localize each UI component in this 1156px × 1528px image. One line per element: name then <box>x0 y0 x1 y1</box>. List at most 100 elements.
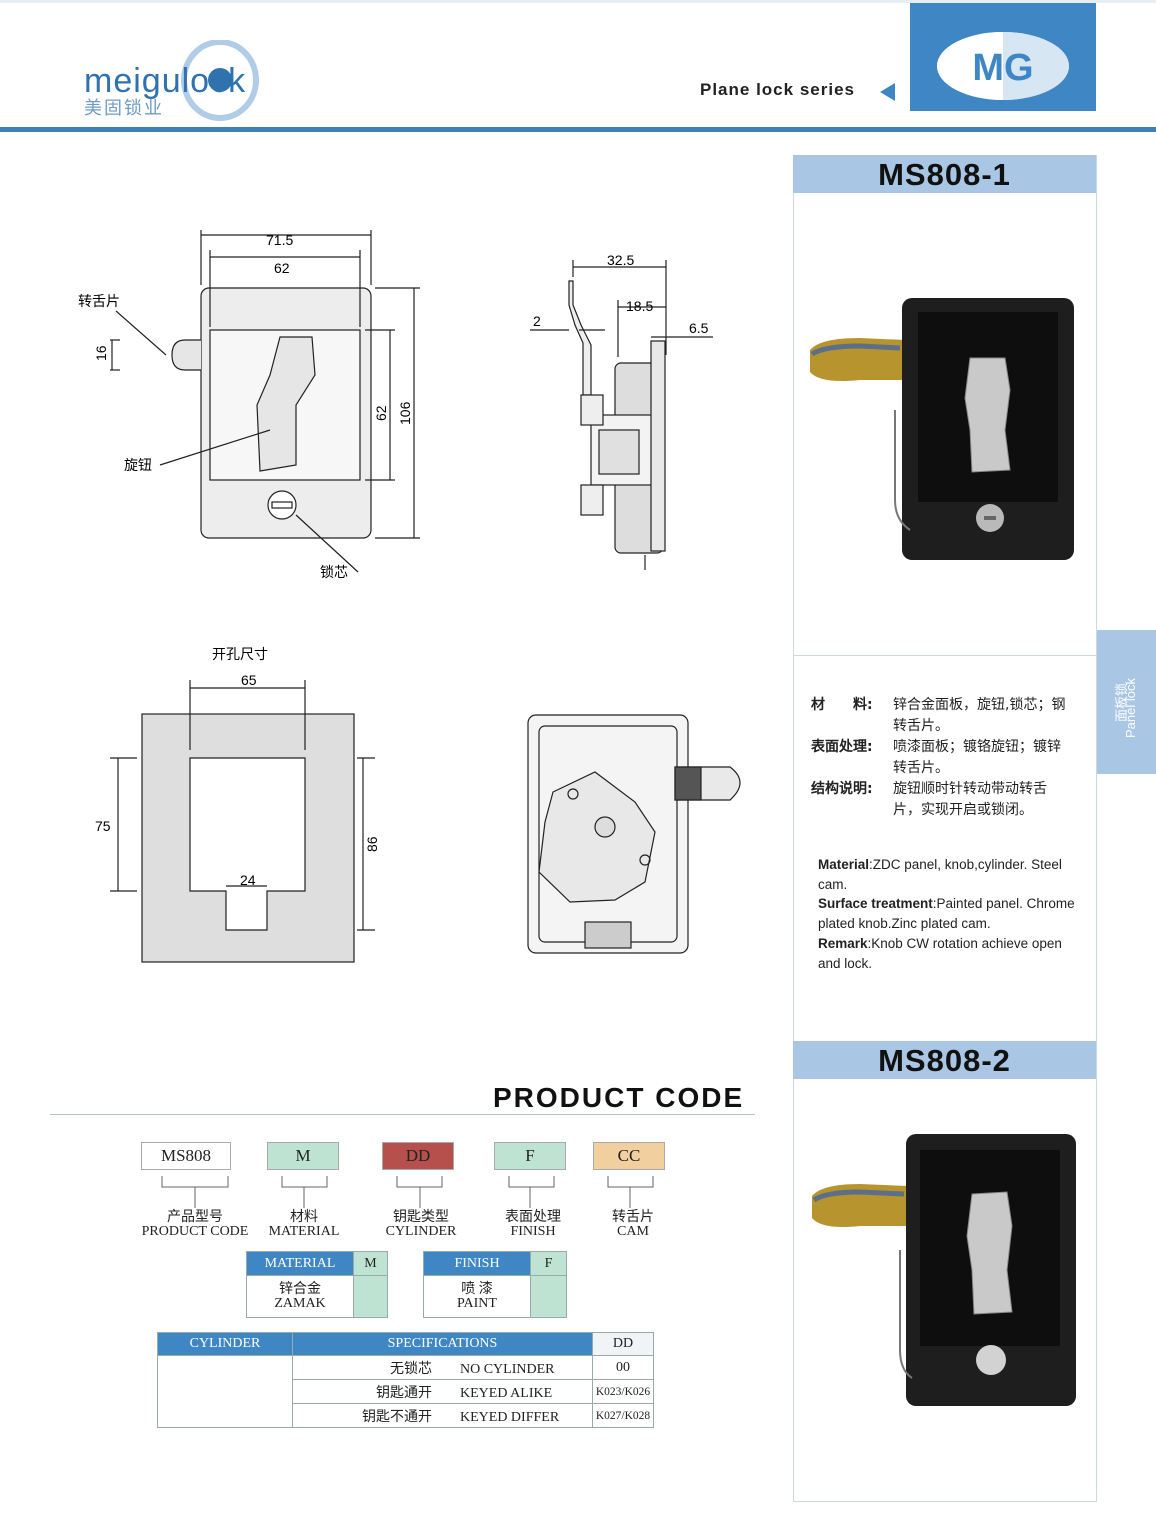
spec-cn-value: 喷漆面板；镀铬旋钮；镀锌转舌片。 <box>893 739 1061 776</box>
side-tab: 面板锁 Panel lock <box>1097 630 1156 774</box>
mg-badge-icon: MG <box>937 32 1069 100</box>
code-label-en: CYLINDER <box>385 1224 457 1239</box>
front-view-drawing: 71.5 62 16 62 106 转舌片 旋钮 锁芯 <box>78 230 420 581</box>
code-box: F <box>494 1142 566 1170</box>
logo-swoosh-icon <box>181 40 259 121</box>
code-label: 材料 MATERIAL <box>254 1211 354 1239</box>
code-label-cn: 材料 <box>290 1210 318 1225</box>
spec-cn-value: 锌合金面板，旋钮,锁芯；钢转舌片。 <box>893 697 1066 734</box>
spec-cn-label: 材 料: <box>811 697 873 713</box>
material-code-cell <box>353 1275 388 1318</box>
callout-label: 旋钮 <box>124 458 152 474</box>
top-border <box>0 0 1156 3</box>
model-title-2: MS808-2 <box>793 1041 1096 1079</box>
spec-en-label: Remark <box>818 935 868 951</box>
code-label: 产品型号 PRODUCT CODE <box>130 1211 260 1239</box>
material-cn: 锌合金 <box>279 1281 321 1297</box>
spec-cn: 材 料: 锌合金面板，旋钮,锁芯；钢转舌片。 表面处理: 喷漆面板；镀铬旋钮；镀锌转… <box>811 695 1073 821</box>
blank-cap-icon <box>976 1345 1006 1375</box>
finish-table-code-header: F <box>530 1251 567 1276</box>
side-view-drawing: 32.5 18.5 2 6.5 <box>530 252 713 570</box>
cutout-title: 开孔尺寸 <box>212 647 268 663</box>
cutout-drawing: 开孔尺寸 65 75 86 24 <box>95 647 380 963</box>
dim-label: 65 <box>241 672 257 688</box>
cylinder-en: NO CYLINDER <box>460 1361 555 1377</box>
spec-en: Material:ZDC panel, knob,cylinder. Steel… <box>818 855 1078 973</box>
spec-en-value: :Knob CW rotation achieve open and lock. <box>818 935 1062 971</box>
specifications-header: SPECIFICATIONS <box>292 1332 593 1356</box>
dim-label: 62 <box>274 260 290 276</box>
brand-badge-text: MG <box>972 47 1033 89</box>
cylinder-code: K023/K026 <box>592 1379 654 1404</box>
code-label-en: MATERIAL <box>268 1224 340 1239</box>
dim-label: 106 <box>397 401 413 425</box>
code-label: 转舌片 CAM <box>583 1211 683 1239</box>
code-box: MS808 <box>141 1142 231 1170</box>
cylinder-cn: 钥匙通开 <box>376 1385 432 1401</box>
material-table-code-header: M <box>353 1251 388 1276</box>
code-brackets <box>161 1176 654 1208</box>
product-code-rule <box>50 1114 755 1115</box>
material-table-header: MATERIAL <box>246 1251 354 1276</box>
brand-badge-box: MG <box>910 3 1096 111</box>
code-label-en: FINISH <box>510 1224 556 1239</box>
callout-label: 锁芯 <box>320 565 348 581</box>
cylinder-row: 钥匙不通开 KEYED DIFFER <box>292 1403 593 1428</box>
finish-en: PAINT <box>457 1295 497 1311</box>
cylinder-code: 00 <box>592 1355 654 1380</box>
code-label-en: CAM <box>617 1224 649 1239</box>
cylinder-code: K027/K028 <box>592 1403 654 1428</box>
logo-cn-text: 美固锁业 <box>84 98 164 119</box>
dd-header: DD <box>592 1332 654 1356</box>
product-photo-1 <box>800 280 1090 570</box>
spec-en-value: :Painted panel. Chrome plated knob.Zinc … <box>818 896 1075 932</box>
code-label-en: PRODUCT CODE <box>141 1224 249 1239</box>
dim-label: 16 <box>93 345 109 361</box>
model-title-1: MS808-1 <box>793 155 1096 193</box>
dim-label: 18.5 <box>626 298 653 314</box>
spec-cn-label: 结构说明: <box>811 781 873 797</box>
code-label: 钥匙类型 CYLINDER <box>371 1211 471 1239</box>
material-en: ZAMAK <box>274 1295 326 1311</box>
product-code-title: PRODUCT CODE <box>493 1082 745 1113</box>
dim-label: 86 <box>364 836 380 852</box>
header-rule <box>0 127 1156 132</box>
panel-divider <box>793 655 1096 656</box>
side-tab-en: Panel lock <box>1123 678 1138 738</box>
cylinder-en: KEYED ALIKE <box>460 1385 553 1401</box>
code-box: CC <box>593 1142 665 1170</box>
code-label-cn: 产品型号 <box>167 1210 223 1225</box>
dim-label: 71.5 <box>266 232 293 248</box>
dim-label: 2 <box>533 313 541 329</box>
spec-en-label: Material <box>818 857 870 872</box>
code-box: DD <box>382 1142 454 1170</box>
spec-en-label: Surface treatment <box>818 896 933 912</box>
code-label-cn: 表面处理 <box>505 1210 561 1225</box>
cylinder-en: KEYED DIFFER <box>460 1409 560 1425</box>
dim-label: 62 <box>373 405 389 421</box>
spec-en-value: :ZDC panel, knob,cylinder. Steel cam. <box>818 857 1062 892</box>
code-label-cn: 钥匙类型 <box>393 1210 449 1225</box>
dim-label: 6.5 <box>689 320 709 336</box>
dim-label: 24 <box>240 872 256 888</box>
dim-label: 32.5 <box>607 252 634 268</box>
dim-label: 75 <box>95 818 111 834</box>
cylinder-cn: 钥匙不通开 <box>362 1409 432 1425</box>
back-view-drawing <box>527 714 741 954</box>
knob-handle <box>964 357 1011 473</box>
knob-handle-2 <box>966 1191 1013 1315</box>
logo-text: meigulock <box>84 62 247 100</box>
finish-table-header: FINISH <box>423 1251 531 1276</box>
series-arrow-icon <box>880 83 895 101</box>
spec-cn-label: 表面处理: <box>811 739 873 755</box>
finish-cn: 喷 漆 <box>461 1281 493 1297</box>
brand-logo <box>80 40 300 125</box>
spec-cn-value: 旋钮顺时针转动带动转舌片，实现开启或锁闭。 <box>893 781 1047 818</box>
product-photo-2 <box>800 1120 1090 1420</box>
code-label: 表面处理 FINISH <box>483 1211 583 1239</box>
cylinder-row: 钥匙通开 KEYED ALIKE <box>292 1379 593 1404</box>
